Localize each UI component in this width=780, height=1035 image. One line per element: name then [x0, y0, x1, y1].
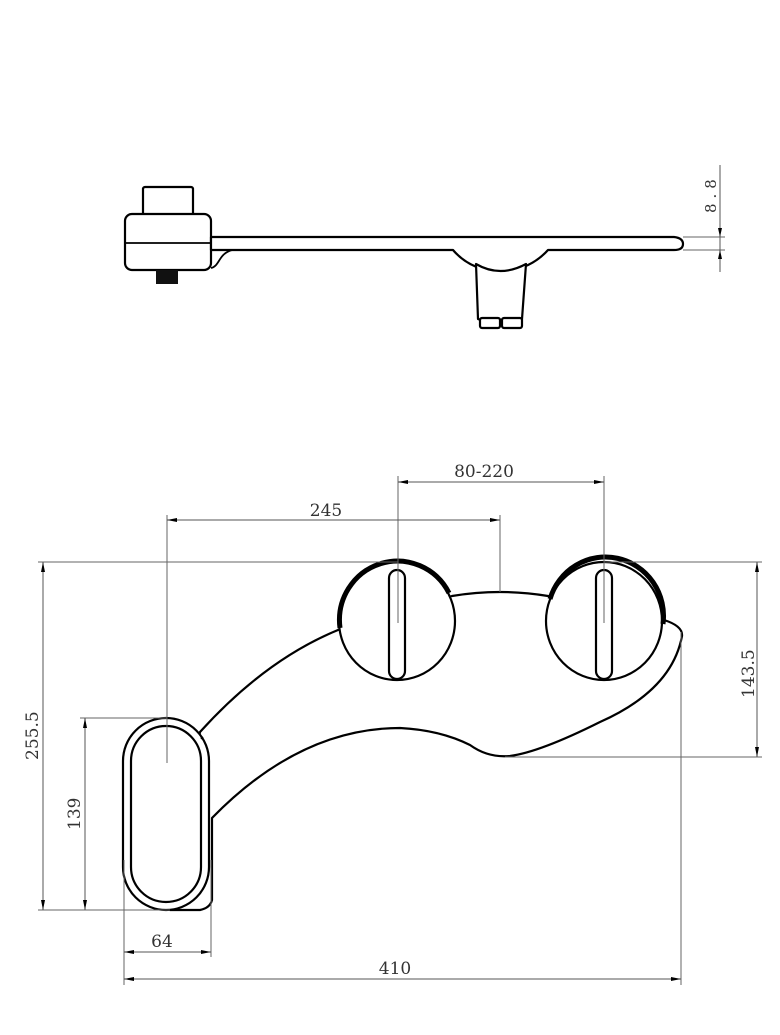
- arrow: [755, 562, 759, 572]
- arrow: [41, 562, 45, 572]
- arrow: [83, 900, 87, 910]
- dim-label-slot-width: 64: [151, 932, 173, 952]
- arrow: [167, 518, 177, 522]
- arrow: [594, 480, 604, 484]
- side-nozzle-body: [474, 262, 528, 326]
- arrow: [755, 747, 759, 757]
- dim-label-hole-to-mount: 245: [310, 501, 342, 521]
- inlet-thread: [156, 270, 178, 284]
- dim-label-knob-depth: 143.5: [739, 649, 759, 698]
- arrow: [671, 977, 681, 981]
- side-fillet: [210, 249, 233, 269]
- dim-label-slot-length: 139: [65, 798, 85, 830]
- arrow: [718, 250, 722, 259]
- arrow: [83, 718, 87, 728]
- mount-dot: [200, 736, 204, 740]
- dim-label-overall-width: 410: [379, 959, 411, 979]
- knob-right-rim: [547, 554, 667, 625]
- knob-left: [336, 558, 457, 682]
- arrow: [490, 518, 500, 522]
- mount-slot-inner: [129, 724, 203, 904]
- side-nozzle-tip-right: [500, 316, 524, 330]
- knob-left-rim: [336, 558, 452, 629]
- side-control-box: [123, 212, 213, 272]
- dim-label-thickness: 8.8: [702, 174, 720, 213]
- side-view: 8.8: [123, 165, 725, 330]
- dim-label-overall-depth: 255.5: [23, 711, 43, 760]
- top-body-outline: [168, 590, 684, 912]
- knob-right: [544, 554, 667, 682]
- side-nozzle-tip-left: [478, 316, 502, 330]
- arrow: [124, 977, 134, 981]
- top-view: 80-220 245 255.5 139 143.5 64: [23, 462, 762, 985]
- arrow: [41, 900, 45, 910]
- dim-label-knob-spacing: 80-220: [454, 462, 514, 482]
- side-arm-plate: [209, 235, 685, 274]
- knob-left-slot: [387, 568, 407, 681]
- arrow: [201, 950, 211, 954]
- arrow: [124, 950, 134, 954]
- side-control-cap: [141, 185, 195, 217]
- arrow: [398, 480, 408, 484]
- arrow: [718, 228, 722, 237]
